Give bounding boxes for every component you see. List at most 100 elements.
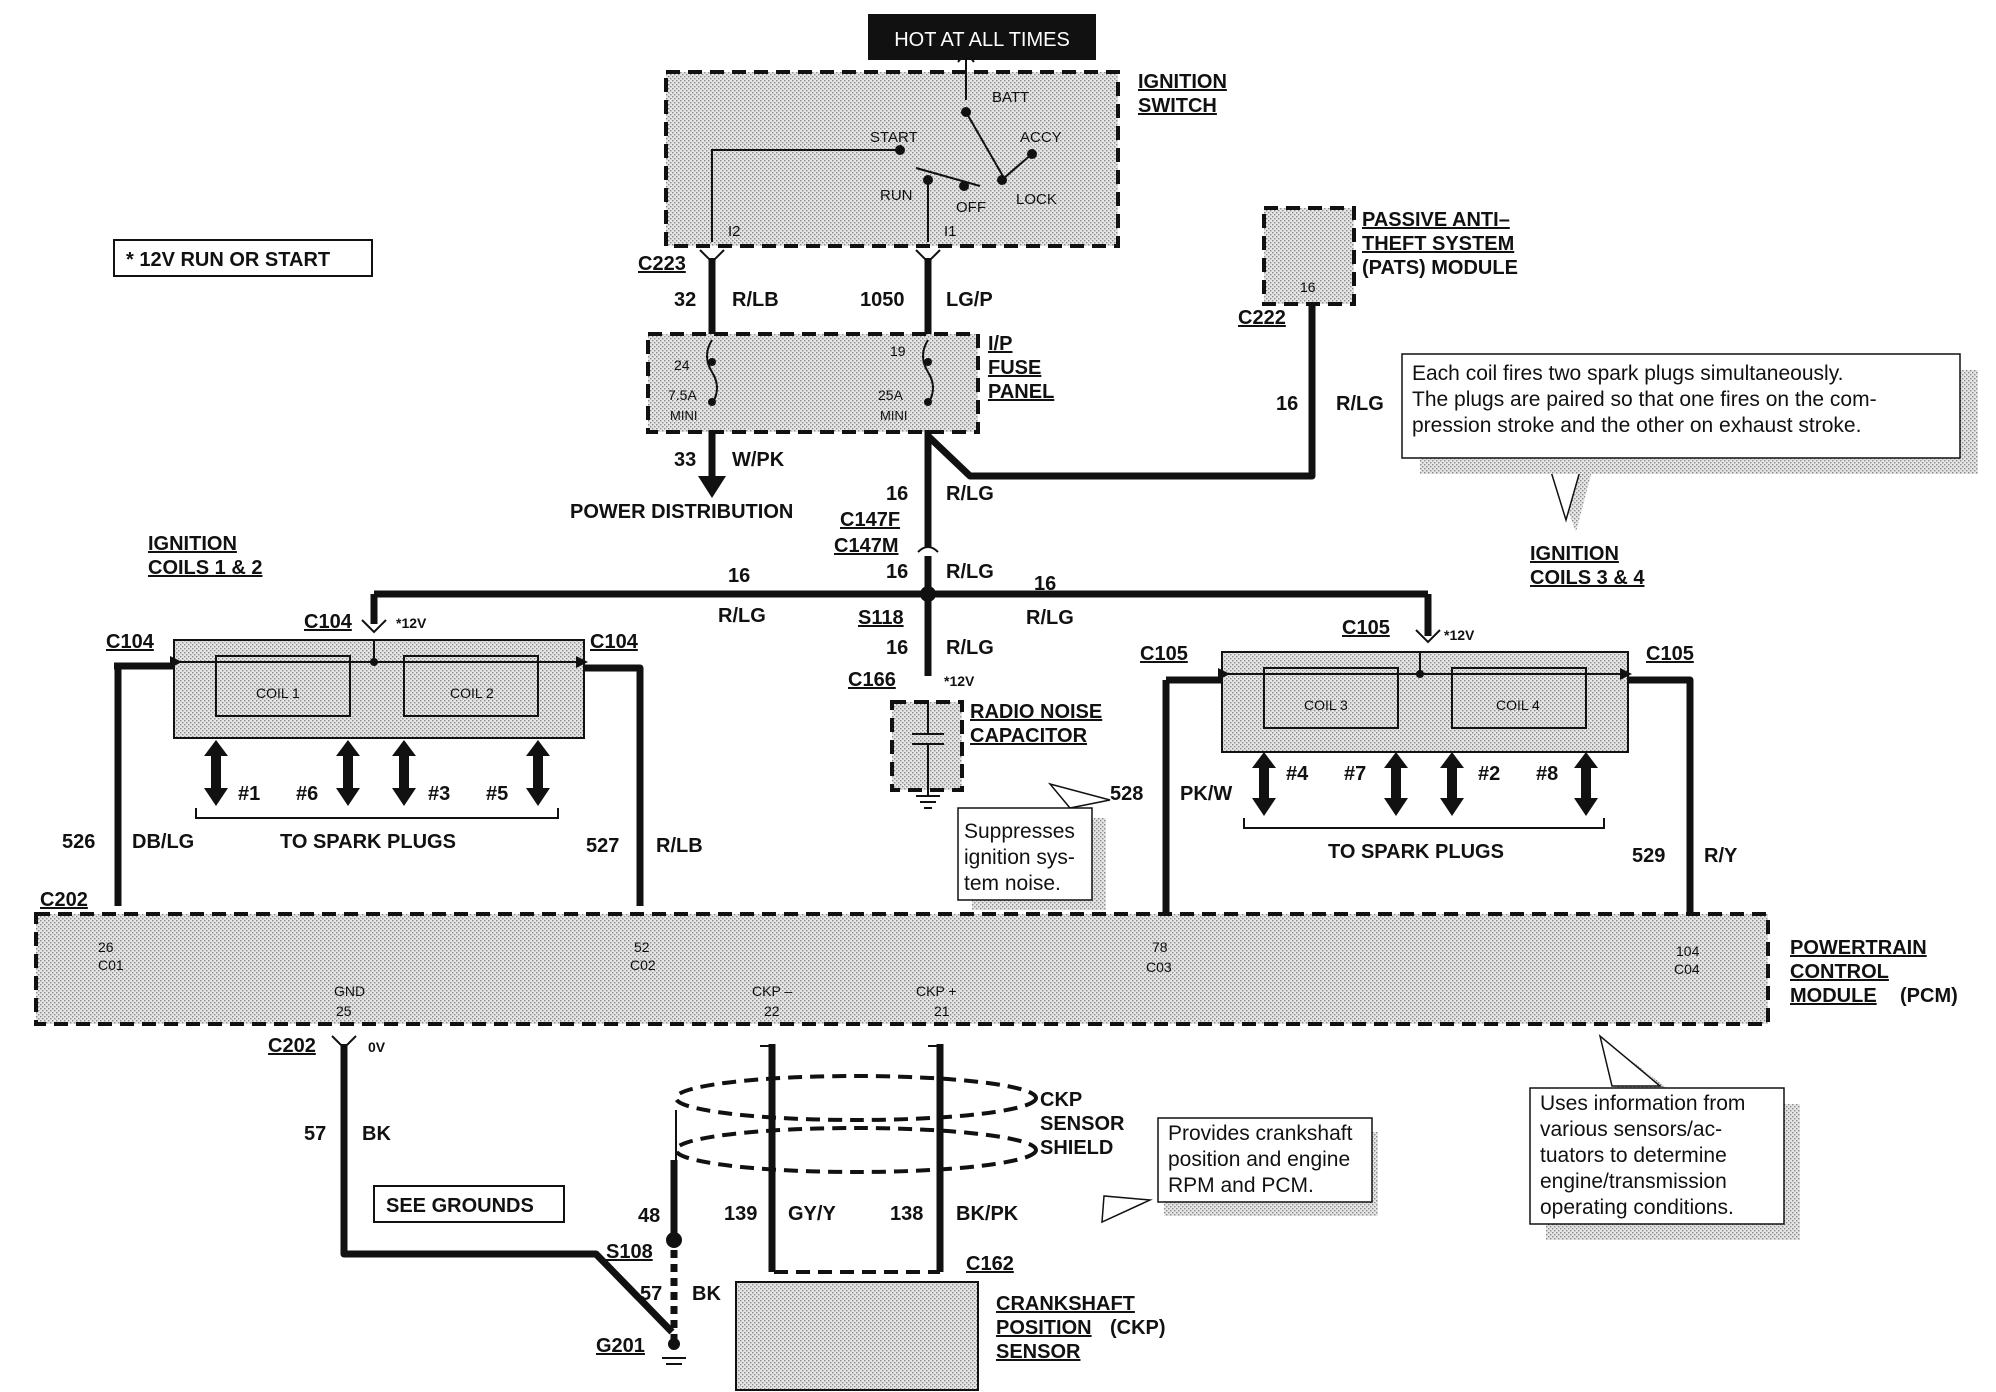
svg-text:MINI: MINI [670, 408, 697, 423]
svg-text:C202: C202 [40, 889, 88, 911]
svg-text:SENSOR: SENSOR [1040, 1113, 1125, 1135]
svg-text:CRANKSHAFT: CRANKSHAFT [996, 1293, 1135, 1315]
svg-text:22: 22 [764, 1003, 780, 1019]
svg-text:START: START [870, 129, 918, 146]
svg-text:THEFT SYSTEM: THEFT SYSTEM [1362, 233, 1514, 255]
circuit-33: 33 [674, 449, 696, 471]
svg-text:DB/LG: DB/LG [132, 831, 194, 853]
radio-cap-note: Suppresses ignition sys- tem noise. [957, 782, 1111, 910]
svg-text:16: 16 [728, 565, 750, 587]
svg-text:C105: C105 [1140, 643, 1188, 665]
svg-text:GY/Y: GY/Y [788, 1203, 836, 1225]
svg-text:C202: C202 [268, 1035, 316, 1057]
svg-text:FUSE: FUSE [988, 357, 1041, 379]
svg-text:#2: #2 [1478, 763, 1500, 785]
svg-text:C105: C105 [1342, 617, 1390, 639]
svg-text:#5: #5 [486, 783, 508, 805]
svg-text:IGNITION: IGNITION [1530, 543, 1619, 565]
svg-text:PANEL: PANEL [988, 381, 1054, 403]
svg-text:RADIO NOISE: RADIO NOISE [970, 701, 1102, 723]
powertrain-control-module: C202 26 C01 52 C02 78 C03 104 C04 GND 25… [34, 889, 1958, 1026]
svg-text:26: 26 [98, 939, 114, 955]
svg-text:SEE GROUNDS: SEE GROUNDS [386, 1195, 534, 1217]
svg-text:0V: 0V [368, 1039, 386, 1055]
svg-text:CKP: CKP [1040, 1089, 1082, 1111]
svg-text:COIL 4: COIL 4 [1496, 697, 1540, 713]
svg-text:tuators to determine: tuators to determine [1540, 1144, 1727, 1167]
svg-text:ACCY: ACCY [1020, 129, 1062, 146]
svg-text:ignition sys-: ignition sys- [964, 846, 1075, 869]
svg-text:MODULE: MODULE [1790, 985, 1877, 1007]
hot-at-all-times-banner: HOT AT ALL TIMES [868, 14, 1096, 60]
svg-text:HOT AT ALL TIMES: HOT AT ALL TIMES [894, 29, 1070, 51]
ip-fuse-panel: 24 7.5A MINI 19 25A MINI I/P FUSE PANEL [646, 332, 1054, 434]
svg-text:R/LG: R/LG [946, 561, 994, 583]
svg-text:C105: C105 [1646, 643, 1694, 665]
svg-text:#8: #8 [1536, 763, 1558, 785]
svg-text:COIL 1: COIL 1 [256, 685, 300, 701]
svg-text:SWITCH: SWITCH [1138, 95, 1217, 117]
svg-text:C03: C03 [1146, 959, 1172, 975]
coils-note: Each coil fires two spark plugs simultan… [1401, 353, 1978, 532]
svg-text:*12V: *12V [396, 615, 427, 631]
ignition-coils-1-2: IGNITION COILS 1 & 2 C104 *12V COIL 1 CO… [62, 533, 703, 906]
svg-text:#4: #4 [1286, 763, 1309, 785]
svg-text:pression stroke and the other: pression stroke and the other on exhaust… [1412, 414, 1861, 437]
svg-text:BK/PK: BK/PK [956, 1203, 1019, 1225]
svg-text:(PATS) MODULE: (PATS) MODULE [1362, 257, 1518, 279]
svg-text:#3: #3 [428, 783, 450, 805]
svg-text:* 12V RUN OR START: * 12V RUN OR START [126, 249, 330, 271]
svg-text:19: 19 [890, 343, 906, 359]
circuit-1050: 1050 [860, 289, 905, 311]
svg-text:CAPACITOR: CAPACITOR [970, 725, 1088, 747]
svg-text:527: 527 [586, 835, 619, 857]
svg-text:various sensors/ac-: various sensors/ac- [1540, 1118, 1722, 1141]
color-w-pk: W/PK [732, 449, 785, 471]
svg-text:COILS 1 & 2: COILS 1 & 2 [148, 557, 262, 579]
svg-text:PK/W: PK/W [1180, 783, 1232, 805]
connector-c147f: C147F [840, 509, 900, 531]
svg-text:48: 48 [638, 1205, 660, 1227]
svg-text:IGNITION: IGNITION [148, 533, 237, 555]
color-r-lb: R/LB [732, 289, 779, 311]
pcm-note: Uses information from various sensors/ac… [1529, 1033, 1800, 1240]
svg-text:528: 528 [1110, 783, 1143, 805]
svg-text:R/LB: R/LB [656, 835, 703, 857]
ignition-switch: BATT ACCY START RUN OFF LOCK I2 I1 IGNIT… [664, 50, 1227, 248]
svg-text:POSITION: POSITION [996, 1317, 1092, 1339]
svg-text:529: 529 [1632, 845, 1665, 867]
svg-text:POWERTRAIN: POWERTRAIN [1790, 937, 1927, 959]
svg-text:Suppresses: Suppresses [964, 820, 1075, 843]
svg-text:R/LG: R/LG [946, 637, 994, 659]
crankshaft-position-sensor: CRANKSHAFT POSITION (CKP) SENSOR [735, 1281, 1166, 1391]
svg-text:104: 104 [1676, 943, 1700, 959]
svg-text:57: 57 [304, 1123, 326, 1145]
power-distribution-label: POWER DISTRIBUTION [570, 501, 793, 523]
svg-text:Each coil fires two spark plug: Each coil fires two spark plugs simultan… [1412, 362, 1843, 385]
svg-text:16: 16 [1034, 573, 1056, 595]
svg-text:GND: GND [334, 983, 365, 999]
svg-text:CKP +: CKP + [916, 983, 957, 999]
ckp-sensor-shield: CKP SENSOR SHIELD 139 GY/Y 138 BK/PK C16… [674, 1044, 1125, 1275]
svg-text:TO SPARK PLUGS: TO SPARK PLUGS [1328, 841, 1504, 863]
svg-text:*12V: *12V [1444, 627, 1475, 643]
svg-text:S108: S108 [606, 1241, 653, 1263]
svg-text:G201: G201 [596, 1335, 645, 1357]
svg-text:COIL 2: COIL 2 [450, 685, 494, 701]
svg-text:I1: I1 [944, 223, 957, 240]
svg-text:52: 52 [634, 939, 650, 955]
svg-text:R/Y: R/Y [1704, 845, 1738, 867]
svg-text:CONTROL: CONTROL [1790, 961, 1889, 983]
connector-c166: C166 [848, 669, 896, 691]
ground-circuit: C202 0V 57 BK SEE GROUNDS 48 S108 57 BK … [268, 1035, 721, 1365]
svg-text:7.5A: 7.5A [668, 387, 697, 403]
svg-text:operating conditions.: operating conditions. [1540, 1196, 1734, 1219]
svg-text:C104: C104 [106, 631, 155, 653]
svg-text:TO SPARK PLUGS: TO SPARK PLUGS [280, 831, 456, 853]
svg-text:16: 16 [886, 637, 908, 659]
svg-text:#1: #1 [238, 783, 260, 805]
svg-text:C162: C162 [966, 1253, 1014, 1275]
svg-text:RPM and PCM.: RPM and PCM. [1168, 1174, 1314, 1197]
svg-text:C104: C104 [590, 631, 639, 653]
